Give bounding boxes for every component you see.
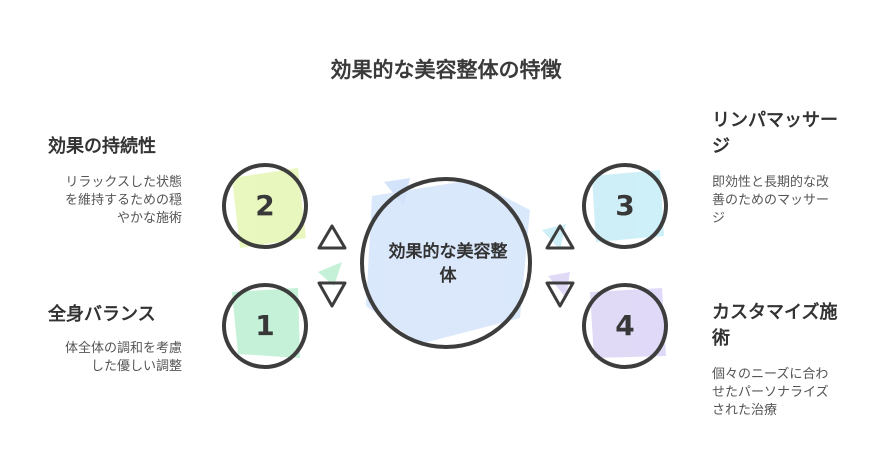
arrow-down-right	[545, 281, 575, 308]
center-label: 効果的な美容整 体	[362, 240, 534, 288]
arrow-up-left	[317, 224, 347, 250]
desc-line: 善のためのマッサー	[712, 193, 830, 208]
desc-line: せたパーソナライズ	[712, 385, 829, 400]
circle-number-4: 4	[615, 309, 635, 342]
scribble-bit-d	[548, 272, 570, 298]
circle-number-1: 1	[255, 309, 275, 342]
scribble-fill-1	[232, 288, 300, 358]
scribble-fill-center	[366, 180, 530, 344]
feature-desc-lymph: 即効性と長期的な改 善のためのマッサー ジ	[712, 174, 862, 228]
desc-line: 個々のニーズに合わ	[712, 367, 829, 382]
desc-line: 即効性と長期的な改	[712, 175, 830, 190]
desc-line: 体全体の調和を考慮	[64, 341, 182, 356]
arrow-down-left	[317, 281, 347, 308]
circle-3	[582, 163, 668, 249]
scribble-bit-b	[318, 262, 342, 286]
feature-title-lymph: リンパマッサー ジ	[712, 108, 838, 160]
feature-title-custom: カスタマイズ施 術	[712, 300, 837, 352]
desc-line: ジ	[712, 211, 726, 226]
diagram-title: 効果的な美容整体の特徴	[330, 58, 562, 82]
circle-4	[582, 283, 668, 369]
title-line: ジ	[712, 136, 730, 157]
scribble-fill-3	[592, 170, 664, 242]
title-line: リンパマッサー	[712, 110, 838, 131]
scribble-fill-4	[590, 288, 666, 358]
desc-line: を維持するための穏	[64, 193, 182, 208]
scribble-decorations	[232, 168, 666, 358]
feature-title-persistence: 効果の持続性	[48, 136, 156, 157]
desc-line: やかな施術	[116, 211, 182, 226]
title-line: カスタマイズ施	[712, 302, 838, 323]
feature-desc-custom: 個々のニーズに合わ せたパーソナライズ された治療	[712, 366, 862, 420]
scribble-bit-a	[384, 178, 410, 206]
feature-desc-persistence: リラックスした状態 を維持するための穏 やかな施術	[40, 174, 182, 228]
title-line: 術	[712, 328, 730, 349]
feature-desc-balance: 体全体の調和を考慮 した優しい調整	[40, 340, 182, 376]
circle-number-2: 2	[255, 189, 275, 222]
scribble-fill-2	[232, 168, 306, 248]
center-label-line2: 体	[439, 266, 457, 286]
feature-title-balance: 全身バランス	[48, 304, 156, 325]
arrow-up-right	[545, 224, 575, 250]
desc-line: した優しい調整	[90, 359, 182, 374]
circle-number-3: 3	[615, 189, 635, 222]
desc-line: された治療	[712, 403, 778, 418]
desc-line: リラックスした状態	[65, 175, 182, 190]
center-circle	[360, 177, 532, 349]
center-label-line1: 効果的な美容整	[388, 242, 508, 262]
circle-1	[222, 283, 308, 369]
circle-2	[222, 163, 308, 249]
